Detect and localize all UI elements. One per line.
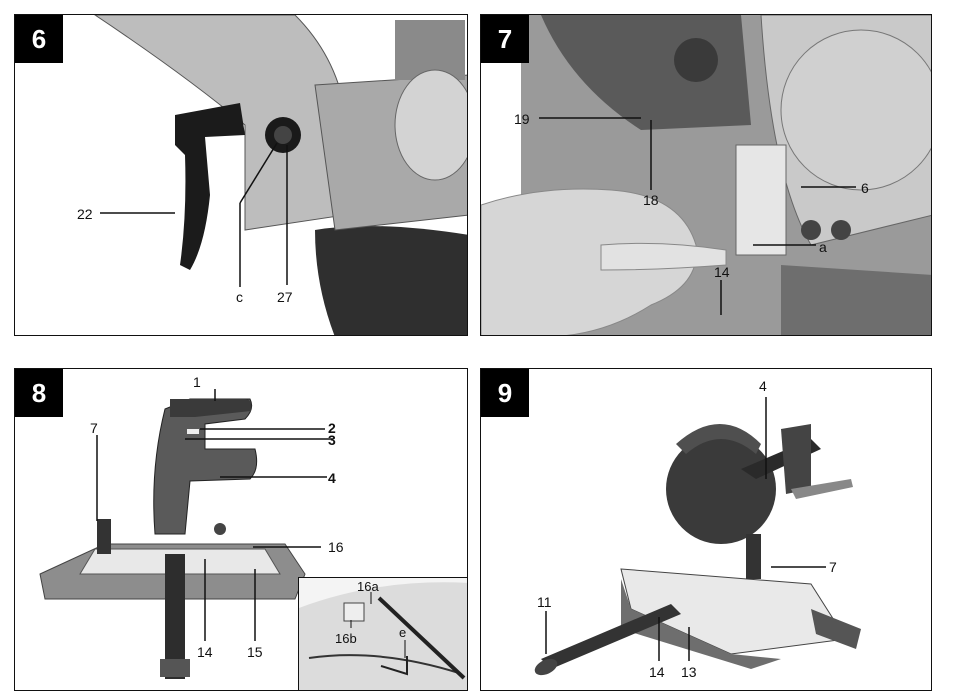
label-3: 3 <box>328 432 336 448</box>
label-7: 7 <box>829 559 837 575</box>
figure-number: 7 <box>481 15 529 63</box>
label-4: 4 <box>759 378 767 394</box>
figure-9-illustration <box>534 397 861 676</box>
label-13: 13 <box>681 664 697 680</box>
label-7: 7 <box>90 420 98 436</box>
figure-6-illustration <box>94 15 467 335</box>
label-2: 2 <box>328 420 336 436</box>
label-c: c <box>236 289 243 305</box>
label-16: 16 <box>328 539 344 555</box>
label-14: 14 <box>714 264 730 280</box>
label-4: 4 <box>328 470 336 486</box>
label-a: a <box>819 239 827 255</box>
label-22: 22 <box>77 206 93 222</box>
label-18: 18 <box>643 192 659 208</box>
figure-7: 7 19 18 6 a 14 <box>480 14 932 336</box>
label-16a: 16a <box>357 579 379 594</box>
figure-8: 8 1 2 3 4 7 16 14 15 <box>14 368 468 691</box>
figure-number: 6 <box>15 15 63 63</box>
detail-inset: 16a 16b e <box>298 577 467 690</box>
figure-8-illustration <box>39 389 333 679</box>
label-11: 11 <box>537 594 552 610</box>
figure-number: 9 <box>481 369 529 417</box>
label-27: 27 <box>277 289 293 305</box>
label-14: 14 <box>197 644 213 660</box>
label-14: 14 <box>649 664 665 680</box>
label-6: 6 <box>861 180 869 196</box>
inset-illustration <box>299 582 467 690</box>
figure-7-illustration <box>481 15 931 335</box>
label-16b: 16b <box>335 631 357 646</box>
figure-number: 8 <box>15 369 63 417</box>
label-e: e <box>399 625 407 640</box>
figure-9: 9 4 7 11 14 13 <box>480 368 932 691</box>
label-1: 1 <box>193 374 201 390</box>
label-19: 19 <box>514 111 530 127</box>
label-15: 15 <box>247 644 263 660</box>
figure-6: 6 22 c 27 <box>14 14 468 336</box>
